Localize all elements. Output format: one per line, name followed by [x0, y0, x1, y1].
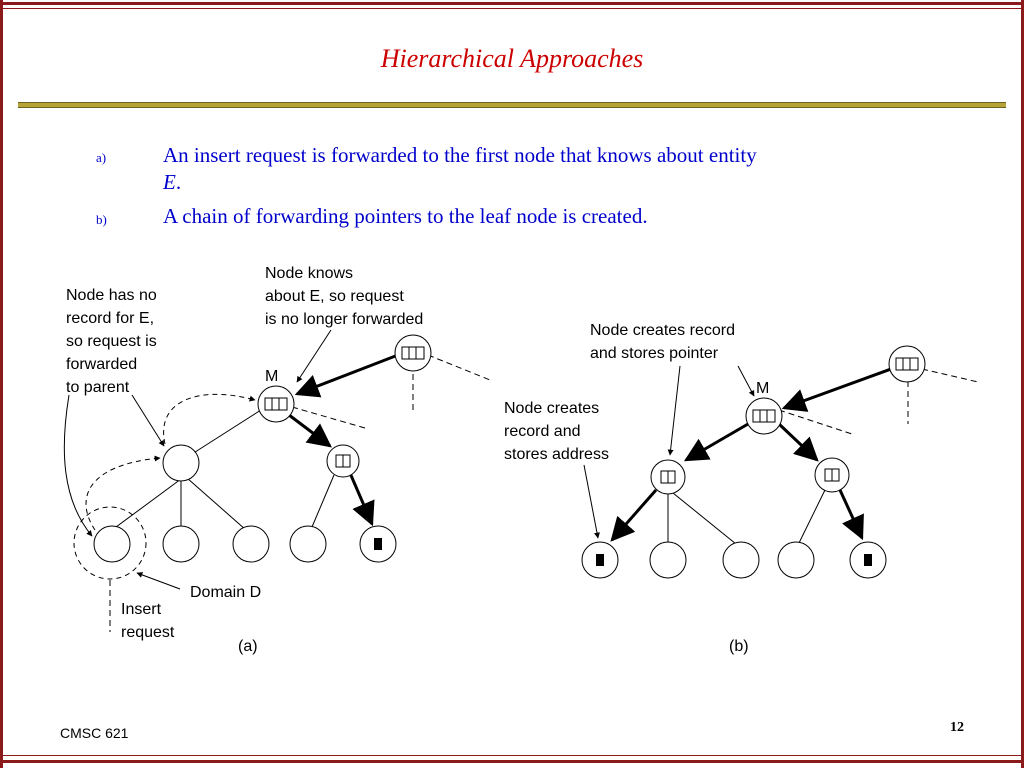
label-pointers-b [583, 365, 755, 539]
footer-course: CMSC 621 [60, 725, 129, 741]
label-creates-address: Node creates record and stores address [504, 400, 609, 463]
node-leaf-b2 [649, 541, 687, 579]
record-box-root-b [895, 357, 919, 371]
bullet-marker-a: a) [96, 150, 107, 165]
frame-bottom-border-inner [0, 755, 1024, 756]
record-box-root-a [401, 346, 425, 360]
frame-top-border-inner [0, 8, 1024, 9]
node-m-label-b: M [756, 380, 769, 397]
frame-left-border [0, 0, 3, 768]
node-m-label-a: M [265, 368, 278, 385]
label-pointers-a [63, 329, 332, 590]
label-domain-d: Domain D [190, 584, 261, 601]
caption-b: (b) [729, 638, 749, 655]
diagram-a: Node has no record for E, so request is … [63, 265, 491, 655]
node-leaf-a2 [162, 525, 200, 563]
label-node-knows: Node knows about E, so request is no lon… [265, 265, 423, 328]
record-box-m-b [752, 409, 776, 423]
record-box-m-a [264, 397, 288, 411]
dashed-forward-arrows-a [85, 393, 256, 531]
label-insert-request: Insert request [121, 601, 175, 641]
bullet-text-a-entity: E [163, 170, 176, 194]
forward-arrows-a [288, 353, 399, 527]
tree-edges-b [667, 368, 979, 545]
page-number: 12 [950, 720, 964, 735]
bullet-text-a-suffix: . [175, 170, 182, 194]
node-leaf-b4 [777, 541, 815, 579]
record-box-mid-a [335, 454, 351, 468]
bullet-text-a: An insert request is forwarded to the fi… [163, 142, 923, 196]
bullet-marker-b: b) [96, 212, 107, 227]
diagram-b: Node creates record and stores pointer M… [504, 322, 979, 655]
frame-bottom-border [0, 760, 1024, 763]
caption-a: (a) [238, 638, 258, 655]
bullet-text-b: A chain of forwarding pointers to the le… [163, 204, 648, 228]
node-parent-a [162, 444, 200, 482]
record-box-mid-b-right [824, 468, 840, 482]
node-leaf-a1 [93, 525, 131, 563]
domain-d-boundary [73, 506, 147, 580]
address-box-b5 [864, 554, 872, 566]
node-leaf-b3 [722, 541, 760, 579]
node-leaf-a4 [289, 525, 327, 563]
pointer-arrows-b [610, 367, 892, 542]
title-rule [18, 102, 1006, 108]
label-no-record: Node has no record for E, so request is … [66, 287, 161, 396]
record-box-mid-b-left [660, 470, 676, 484]
tree-edges-a [109, 354, 491, 632]
address-box-a [374, 538, 382, 550]
label-creates-pointer: Node creates record and stores pointer [590, 322, 739, 362]
node-leaf-a3 [232, 525, 270, 563]
frame-top-border [0, 2, 1024, 5]
address-box-b1 [596, 554, 604, 566]
slide-title: Hierarchical Approaches [380, 44, 644, 73]
frame-right-border [1021, 0, 1024, 768]
bullet-text-a-line1: An insert request is forwarded to the fi… [163, 143, 757, 167]
